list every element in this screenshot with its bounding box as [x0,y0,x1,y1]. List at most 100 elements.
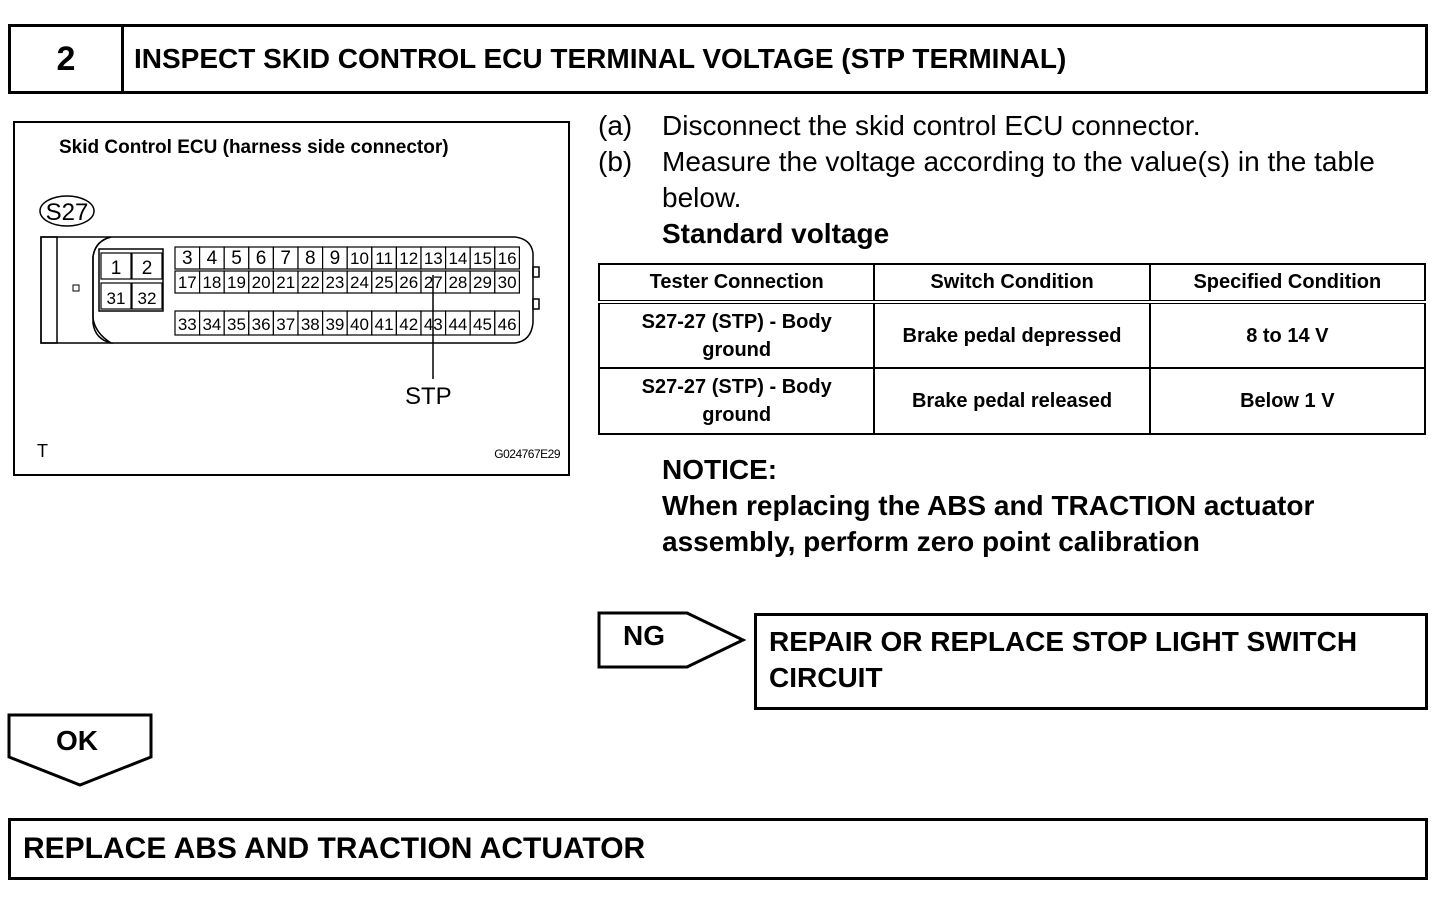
pin-cell [223,310,250,336]
table-row: S27-27 (STP) - Body ground Brake pedal r… [597,367,1427,435]
pin-label-38: 38 [301,315,320,334]
pin-label-22: 22 [301,273,320,292]
pin-label-6: 6 [256,248,267,269]
step-title: INSPECT SKID CONTROL ECU TERMINAL VOLTAG… [134,43,1067,74]
pin-label-2: 2 [142,258,153,279]
instruction-text: Disconnect the skid control ECU connecto… [662,110,1201,141]
instructions: (a) Disconnect the skid control ECU conn… [598,108,1398,252]
pin-label-4: 4 [207,248,218,269]
table-cell: Brake pedal released [873,367,1151,435]
pin-label-39: 39 [325,315,344,334]
connector-end [40,236,58,344]
pin-label-40: 40 [350,315,369,334]
pin-label-33: 33 [178,315,197,334]
standard-label: Standard voltage [662,218,890,249]
pin-label-46: 46 [498,315,517,334]
step-header: 2 INSPECT SKID CONTROL ECU TERMINAL VOLT… [8,24,1428,94]
left-pin-block [98,248,164,312]
pin-label-20: 20 [252,273,271,292]
pin-label-14: 14 [448,249,467,268]
pin-cell [322,310,348,336]
pin-label-42: 42 [399,315,418,334]
pin-cell [100,282,132,310]
connector-id-label: S27 [46,199,89,226]
pin-cell [131,282,163,310]
connector-tab-bottom [532,298,540,310]
pin-label-16: 16 [498,249,517,268]
pin-label-8: 8 [305,248,316,269]
pin-label-21: 21 [276,273,295,292]
pin-label-10: 10 [350,249,369,268]
connector-figure: Skid Control ECU (harness side connector… [13,121,570,476]
table-header-row: Tester Connection Switch Condition Speci… [597,263,1427,304]
pin-cell [131,252,163,280]
pin-label-13: 13 [424,249,443,268]
pin-label-12: 12 [399,249,418,268]
connector-housing [92,236,534,344]
ng-arrow [597,611,747,669]
pin-label-31: 31 [107,289,126,308]
table-row: S27-27 (STP) - Body ground Brake pedal d… [597,301,1427,369]
pin-label-25: 25 [375,273,394,292]
pin-label-7: 7 [280,248,291,269]
pin-cell [494,270,520,294]
pin-label-26: 26 [399,273,418,292]
instruction-letter: (a) [598,110,633,141]
pin-label-36: 36 [252,315,271,334]
pin-label-1: 1 [111,258,122,279]
instruction-letter: (b) [598,146,633,177]
pin-label-34: 34 [202,315,221,334]
pin-label-32: 32 [138,289,157,308]
instruction-text: Measure the voltage according to the val… [662,146,1375,213]
instruction-b: (b) Measure the voltage according to the… [598,144,1398,216]
connector-key [72,284,80,292]
pin-label-35: 35 [227,315,246,334]
pin-label-28: 28 [448,273,467,292]
notice: NOTICE: When replacing the ABS and TRACT… [662,452,1422,560]
pin-label-30: 30 [498,273,517,292]
pin-cell [371,310,397,336]
table-cell: 8 to 14 V [1148,301,1427,369]
pin-label-3: 3 [182,248,193,269]
ng-action-box: REPAIR OR REPLACE STOP LIGHT SWITCH CIRC… [754,613,1428,710]
figure-code: G024767E29 [494,447,560,461]
spec-table: Tester Connection Switch Condition Speci… [597,263,1427,435]
pin-label-9: 9 [330,248,341,269]
figure-title: Skid Control ECU (harness side connector… [59,137,449,158]
instruction-a: (a) Disconnect the skid control ECU conn… [598,108,1398,144]
pin-label-19: 19 [227,273,246,292]
table-cell: S27-27 (STP) - Body ground [597,301,876,369]
pin-cell [100,252,132,280]
table-header: Switch Condition [873,263,1151,304]
pin-cell [494,246,520,270]
ng-label: NG [623,620,665,651]
pin-label-18: 18 [202,273,221,292]
pin-label-23: 23 [325,273,344,292]
pin-label-29: 29 [473,273,492,292]
pin-label-45: 45 [473,315,492,334]
connector-id-oval [39,195,95,227]
pin-label-37: 37 [276,315,295,334]
pin-cell [174,310,201,336]
pin-label-17: 17 [178,273,197,292]
notice-text: When replacing the ABS and TRACTION actu… [662,490,1315,557]
pin-label-5: 5 [231,248,242,269]
pin-label-24: 24 [350,273,369,292]
figure-corner-label: T [37,441,48,461]
pin-cell [272,310,299,336]
ok-label: OK [56,725,98,756]
table-cell: Brake pedal depressed [873,301,1151,369]
ok-action-box: REPLACE ABS AND TRACTION ACTUATOR [8,818,1428,880]
table-cell: S27-27 (STP) - Body ground [597,367,876,435]
table-header: Tester Connection [597,263,876,304]
stp-callout-label: STP [405,383,452,410]
pin-cell [248,310,275,336]
table-header: Specified Condition [1148,263,1427,304]
step-number: 2 [11,27,124,91]
pin-label-15: 15 [473,249,492,268]
table-cell: Below 1 V [1148,367,1427,435]
notice-heading: NOTICE: [662,454,778,485]
pin-cell [469,310,496,336]
pin-cell [494,310,520,336]
